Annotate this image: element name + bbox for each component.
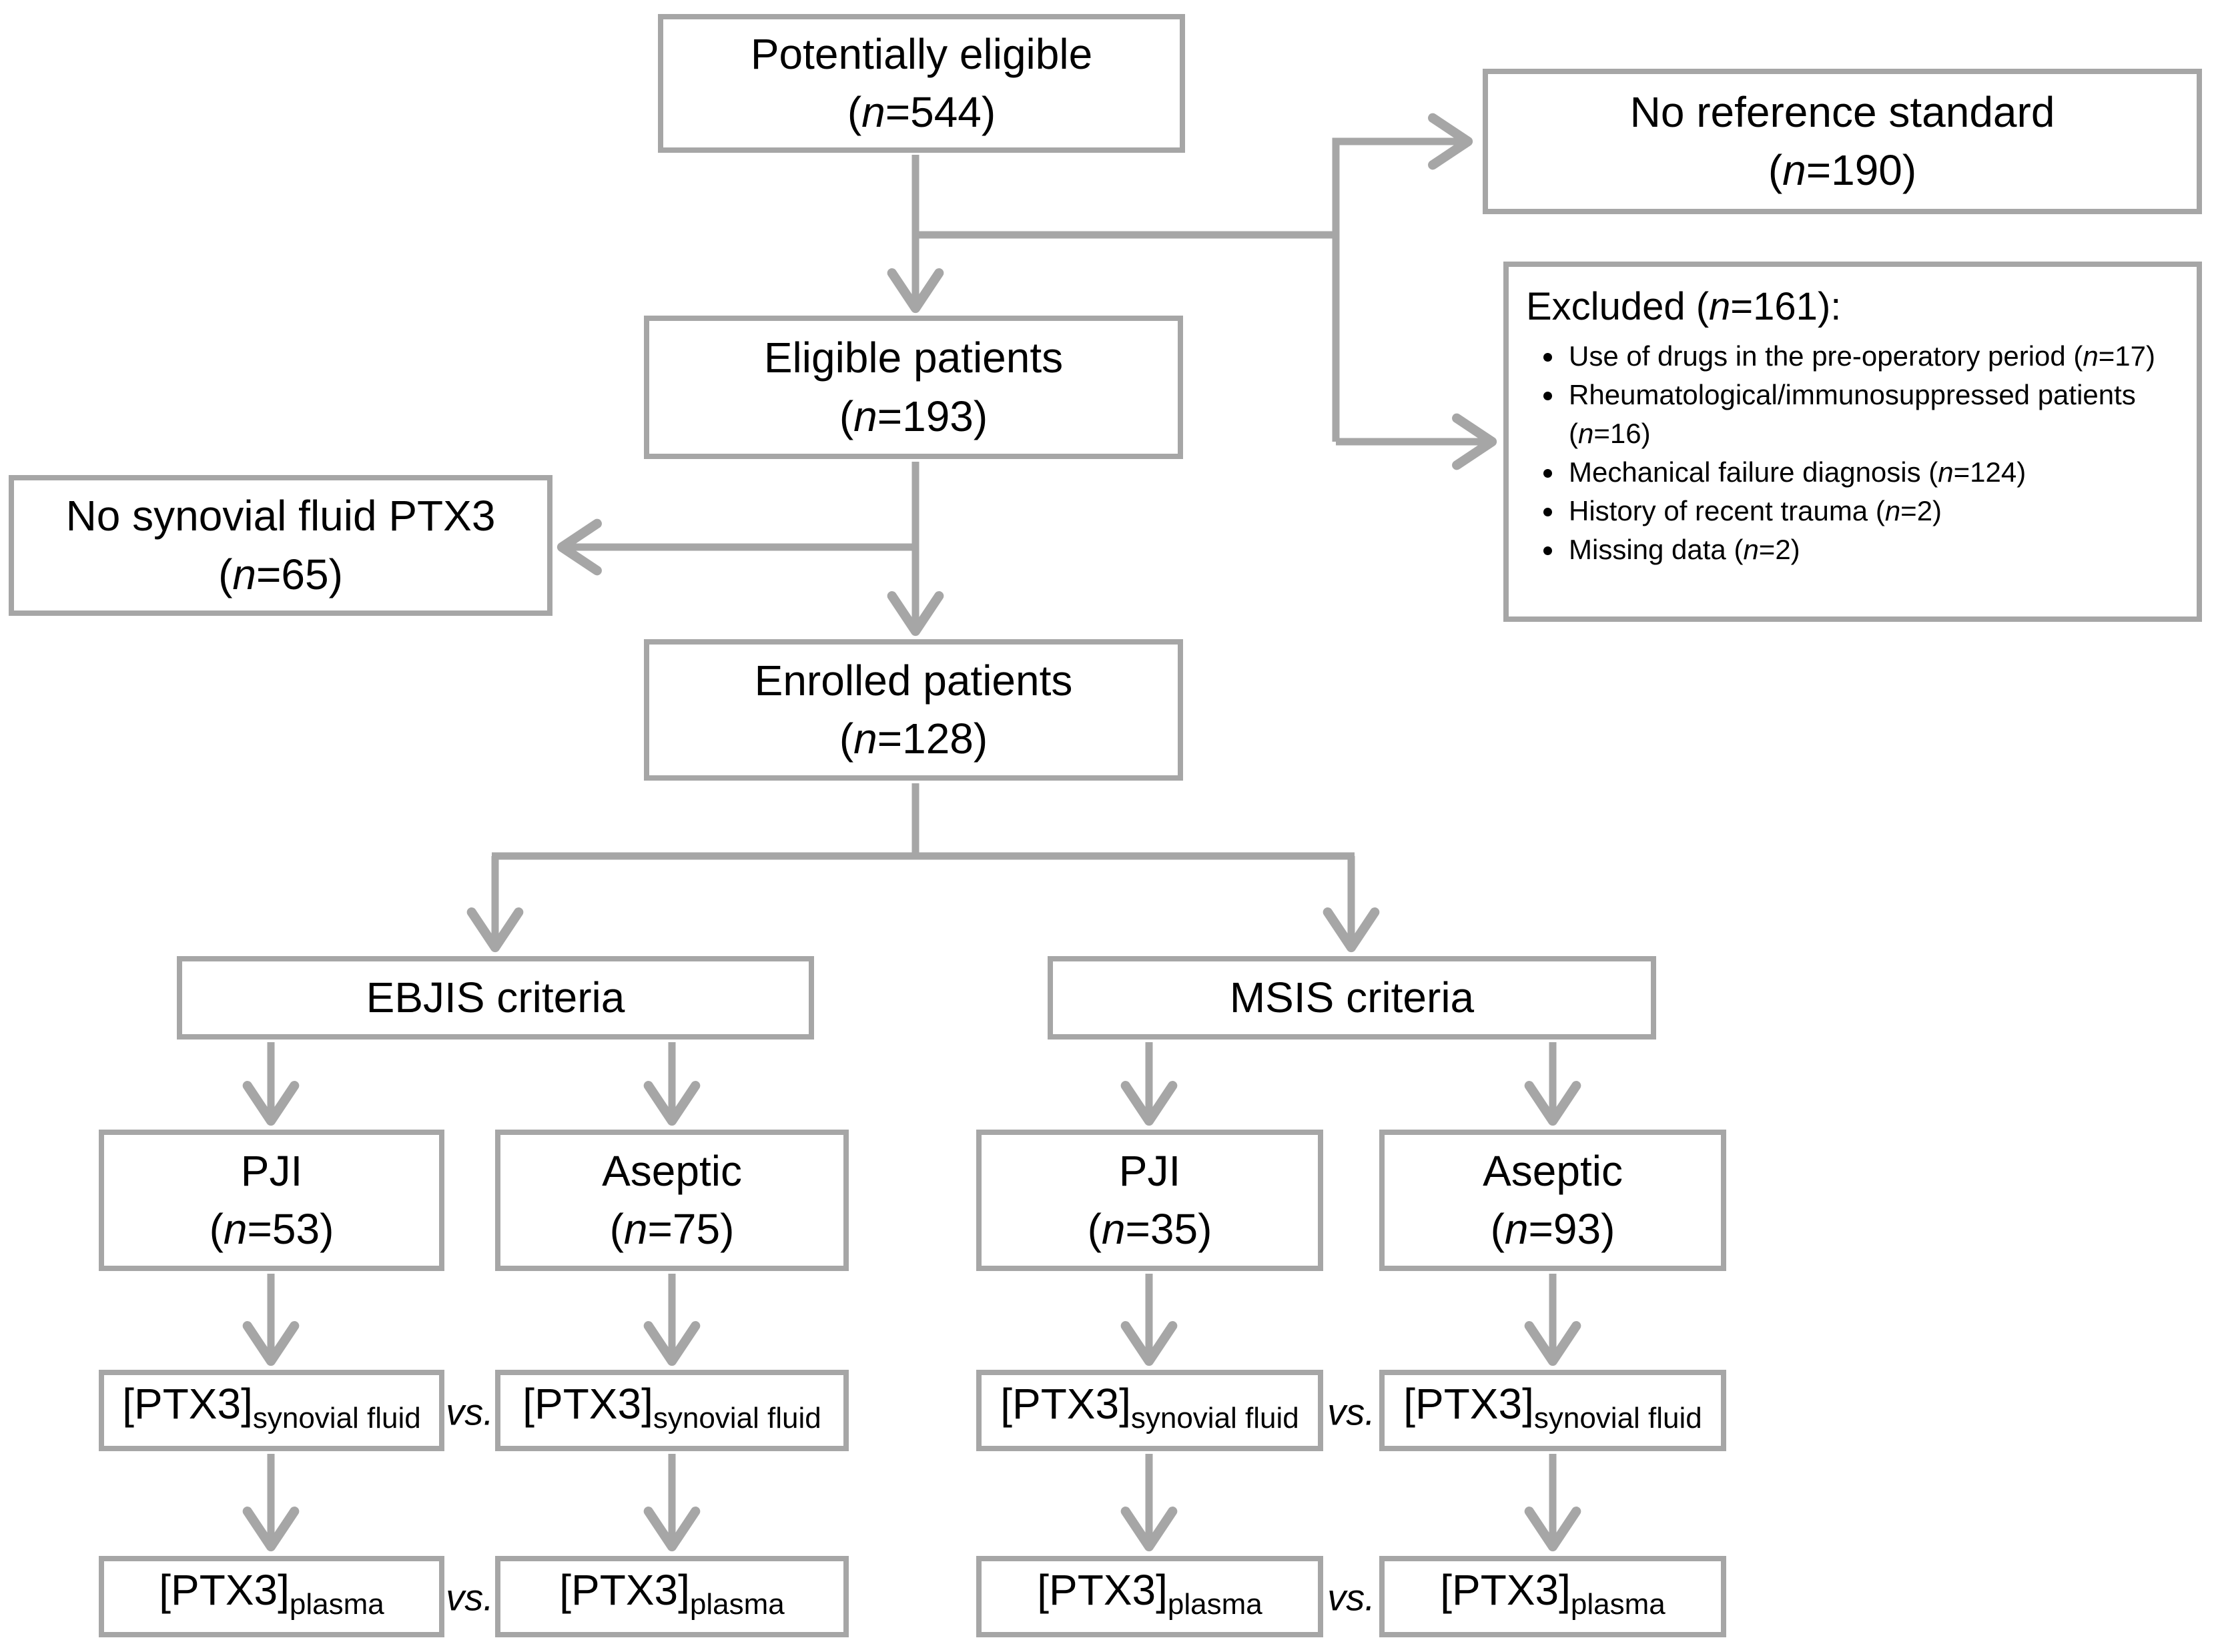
box-label: No reference standard (1629, 87, 2055, 136)
box-msis-pji: PJI (n=35) (976, 1130, 1323, 1271)
excluded-item: Missing data (n=2) (1565, 530, 2179, 569)
box-no-synovial-fluid: No synovial fluid PTX3 (n=65) (9, 475, 552, 616)
ptx3-label: [PTX3] (1000, 1380, 1131, 1428)
vs-label-synovial-ebjis: vs. (446, 1390, 494, 1433)
ptx3-subscript: synovial fluid (252, 1402, 421, 1435)
ptx3-label: [PTX3] (159, 1566, 290, 1614)
box-n: (n=544) (847, 88, 996, 136)
box-n: (n=35) (1087, 1205, 1212, 1253)
box-label: EBJIS criteria (366, 973, 625, 1021)
box-ptx3-plasma-msis-aseptic: [PTX3]plasma (1379, 1556, 1726, 1637)
box-n: (n=65) (218, 550, 343, 598)
box-ebjis-aseptic: Aseptic (n=75) (495, 1130, 849, 1271)
box-n: (n=93) (1490, 1205, 1615, 1253)
box-ptx3-synovial-ebjis-aseptic: [PTX3]synovial fluid (495, 1370, 849, 1451)
box-n: (n=128) (839, 715, 988, 763)
ptx3-label: [PTX3] (559, 1566, 690, 1614)
ptx3-label: [PTX3] (1440, 1566, 1571, 1614)
box-ebjis-criteria: EBJIS criteria (177, 956, 814, 1040)
box-ebjis-pji: PJI (n=53) (99, 1130, 444, 1271)
box-msis-aseptic: Aseptic (n=93) (1379, 1130, 1726, 1271)
box-label: PJI (1118, 1146, 1181, 1195)
box-label: No synovial fluid PTX3 (65, 492, 496, 540)
ptx3-subscript: plasma (1167, 1588, 1262, 1621)
box-n: (n=53) (209, 1205, 334, 1253)
box-label: PJI (240, 1146, 303, 1195)
arrow-to-no-reference (1332, 113, 1473, 442)
ptx3-label: [PTX3] (1037, 1566, 1168, 1614)
box-n: (n=75) (609, 1205, 735, 1253)
box-n: (n=193) (839, 392, 988, 440)
box-label: Enrolled patients (754, 656, 1073, 705)
excluded-item: Rheumatological/immunosuppressed patient… (1565, 376, 2179, 453)
box-ptx3-synovial-msis-pji: [PTX3]synovial fluid (976, 1370, 1323, 1451)
box-no-reference-standard: No reference standard (n=190) (1483, 69, 2202, 214)
box-eligible-patients: Eligible patients (n=193) (644, 316, 1183, 459)
box-enrolled-patients: Enrolled patients (n=128) (644, 639, 1183, 781)
box-label: Eligible patients (763, 334, 1064, 382)
vs-label-plasma-msis: vs. (1327, 1576, 1375, 1619)
ptx3-label: [PTX3] (1403, 1380, 1534, 1428)
excluded-item: Use of drugs in the pre-operatory period… (1565, 337, 2179, 376)
box-label: Aseptic (1483, 1146, 1623, 1195)
ptx3-subscript: synovial fluid (653, 1402, 821, 1435)
box-ptx3-plasma-ebjis-pji: [PTX3]plasma (99, 1556, 444, 1637)
excluded-title: Excluded (n=161): (1526, 285, 1842, 328)
box-label: Potentially eligible (750, 29, 1093, 78)
excluded-item: Mechanical failure diagnosis (n=124) (1565, 453, 2179, 492)
ptx3-subscript: synovial fluid (1533, 1402, 1702, 1435)
ptx3-subscript: plasma (689, 1588, 785, 1621)
ptx3-subscript: plasma (289, 1588, 384, 1621)
vs-label-synovial-msis: vs. (1327, 1390, 1375, 1433)
box-ptx3-synovial-ebjis-pji: [PTX3]synovial fluid (99, 1370, 444, 1451)
box-n: (n=190) (1768, 146, 1917, 194)
ptx3-label: [PTX3] (122, 1380, 253, 1428)
box-label: Aseptic (602, 1146, 742, 1195)
excluded-list: Use of drugs in the pre-operatory period… (1526, 337, 2179, 569)
box-ptx3-plasma-ebjis-aseptic: [PTX3]plasma (495, 1556, 849, 1637)
vs-label-plasma-ebjis: vs. (446, 1576, 494, 1619)
box-potentially-eligible: Potentially eligible (n=544) (658, 14, 1185, 153)
box-ptx3-plasma-msis-pji: [PTX3]plasma (976, 1556, 1323, 1637)
box-msis-criteria: MSIS criteria (1048, 956, 1656, 1040)
excluded-item: History of recent trauma (n=2) (1565, 492, 2179, 530)
box-excluded: Excluded (n=161): Use of drugs in the pr… (1503, 262, 2202, 622)
ptx3-subscript: synovial fluid (1130, 1402, 1299, 1435)
box-label: MSIS criteria (1229, 973, 1475, 1021)
box-ptx3-synovial-msis-aseptic: [PTX3]synovial fluid (1379, 1370, 1726, 1451)
ptx3-subscript: plasma (1570, 1588, 1666, 1621)
ptx3-label: [PTX3] (522, 1380, 653, 1428)
